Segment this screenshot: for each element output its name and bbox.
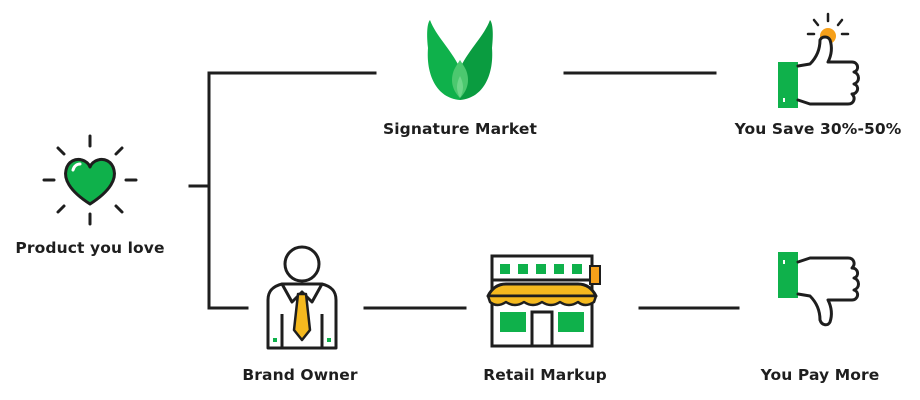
thumbs-up-icon bbox=[778, 12, 860, 108]
retail-store-icon bbox=[486, 254, 601, 348]
product-label: Product you love bbox=[15, 239, 165, 257]
thumbs-down-icon bbox=[778, 252, 860, 327]
brand-owner-icon bbox=[266, 245, 338, 350]
retail-label: Retail Markup bbox=[483, 366, 607, 384]
brand-label: Brand Owner bbox=[242, 366, 358, 384]
leaf-icon bbox=[427, 20, 493, 100]
heart-icon bbox=[42, 134, 138, 226]
connector-branch bbox=[207, 71, 377, 310]
pay-more-label: You Pay More bbox=[760, 366, 880, 384]
save-label: You Save 30%-50% bbox=[734, 120, 902, 138]
signature-label: Signature Market bbox=[382, 120, 538, 138]
